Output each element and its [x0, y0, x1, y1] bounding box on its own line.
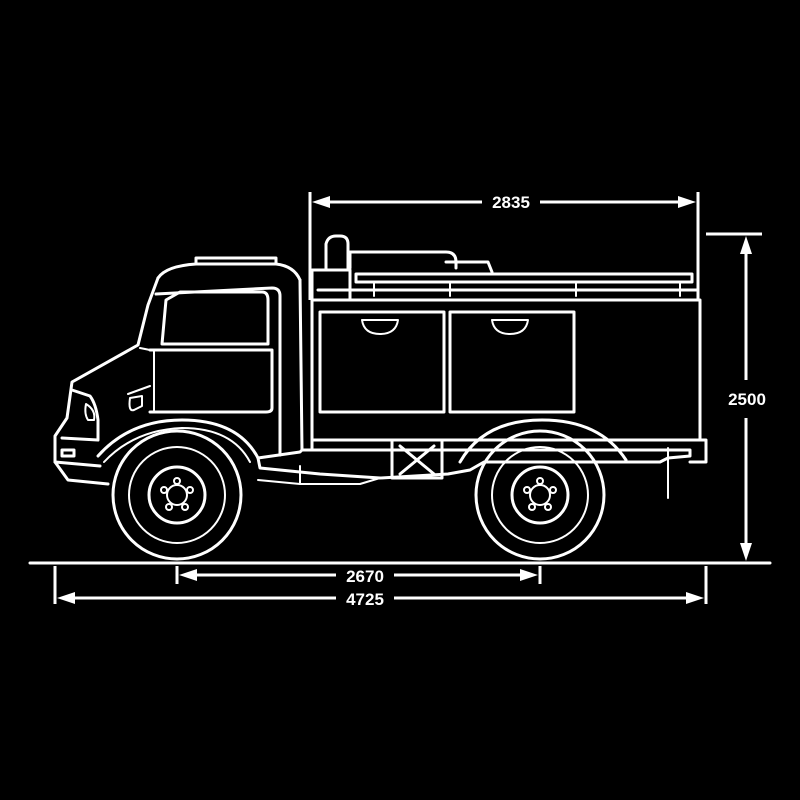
- front-equipment-box: [310, 268, 352, 302]
- rail-posts: [373, 281, 681, 297]
- beacon: [324, 234, 350, 272]
- cab-roof: [156, 262, 302, 282]
- chassis-frame: [256, 448, 692, 480]
- front-fender-inner: [103, 427, 251, 463]
- front-light: [60, 448, 76, 458]
- chassis-crossmember: [257, 465, 381, 485]
- cab-shell: [53, 276, 304, 468]
- dimension-overall-height: 2500: [706, 232, 766, 565]
- roof-rail: [316, 272, 700, 292]
- truck-drawing: [53, 234, 708, 561]
- cab-door-frame: [154, 286, 282, 457]
- overall-length-label: 4725: [346, 590, 384, 609]
- wheelbase-label: 2670: [346, 567, 384, 586]
- locker-right-handle: [491, 319, 529, 335]
- dimension-cargo-length: 2835: [308, 192, 700, 300]
- cab-window: [160, 290, 270, 346]
- front-bumper: [53, 460, 110, 486]
- dimension-overall-length: 4725: [53, 566, 708, 609]
- dimension-wheelbase: 2670: [175, 566, 542, 586]
- cargo-length-label: 2835: [492, 193, 530, 212]
- storage-box: [390, 438, 444, 480]
- hood-details: [127, 347, 151, 412]
- locker-left-handle: [361, 319, 399, 335]
- overall-height-label: 2500: [728, 390, 766, 409]
- rear-wheel: [474, 429, 606, 561]
- rear-fender: [458, 418, 628, 464]
- rear-bumper: [688, 438, 708, 464]
- roof-vent: [194, 256, 278, 266]
- cab-door: [148, 348, 274, 414]
- headlight: [84, 403, 96, 421]
- front-grille: [60, 388, 100, 442]
- locker-left: [318, 310, 446, 414]
- cargo-body: [310, 294, 702, 442]
- roof-tank: [348, 250, 494, 274]
- front-fender: [96, 418, 260, 460]
- front-wheel: [111, 429, 243, 561]
- locker-right: [448, 310, 576, 414]
